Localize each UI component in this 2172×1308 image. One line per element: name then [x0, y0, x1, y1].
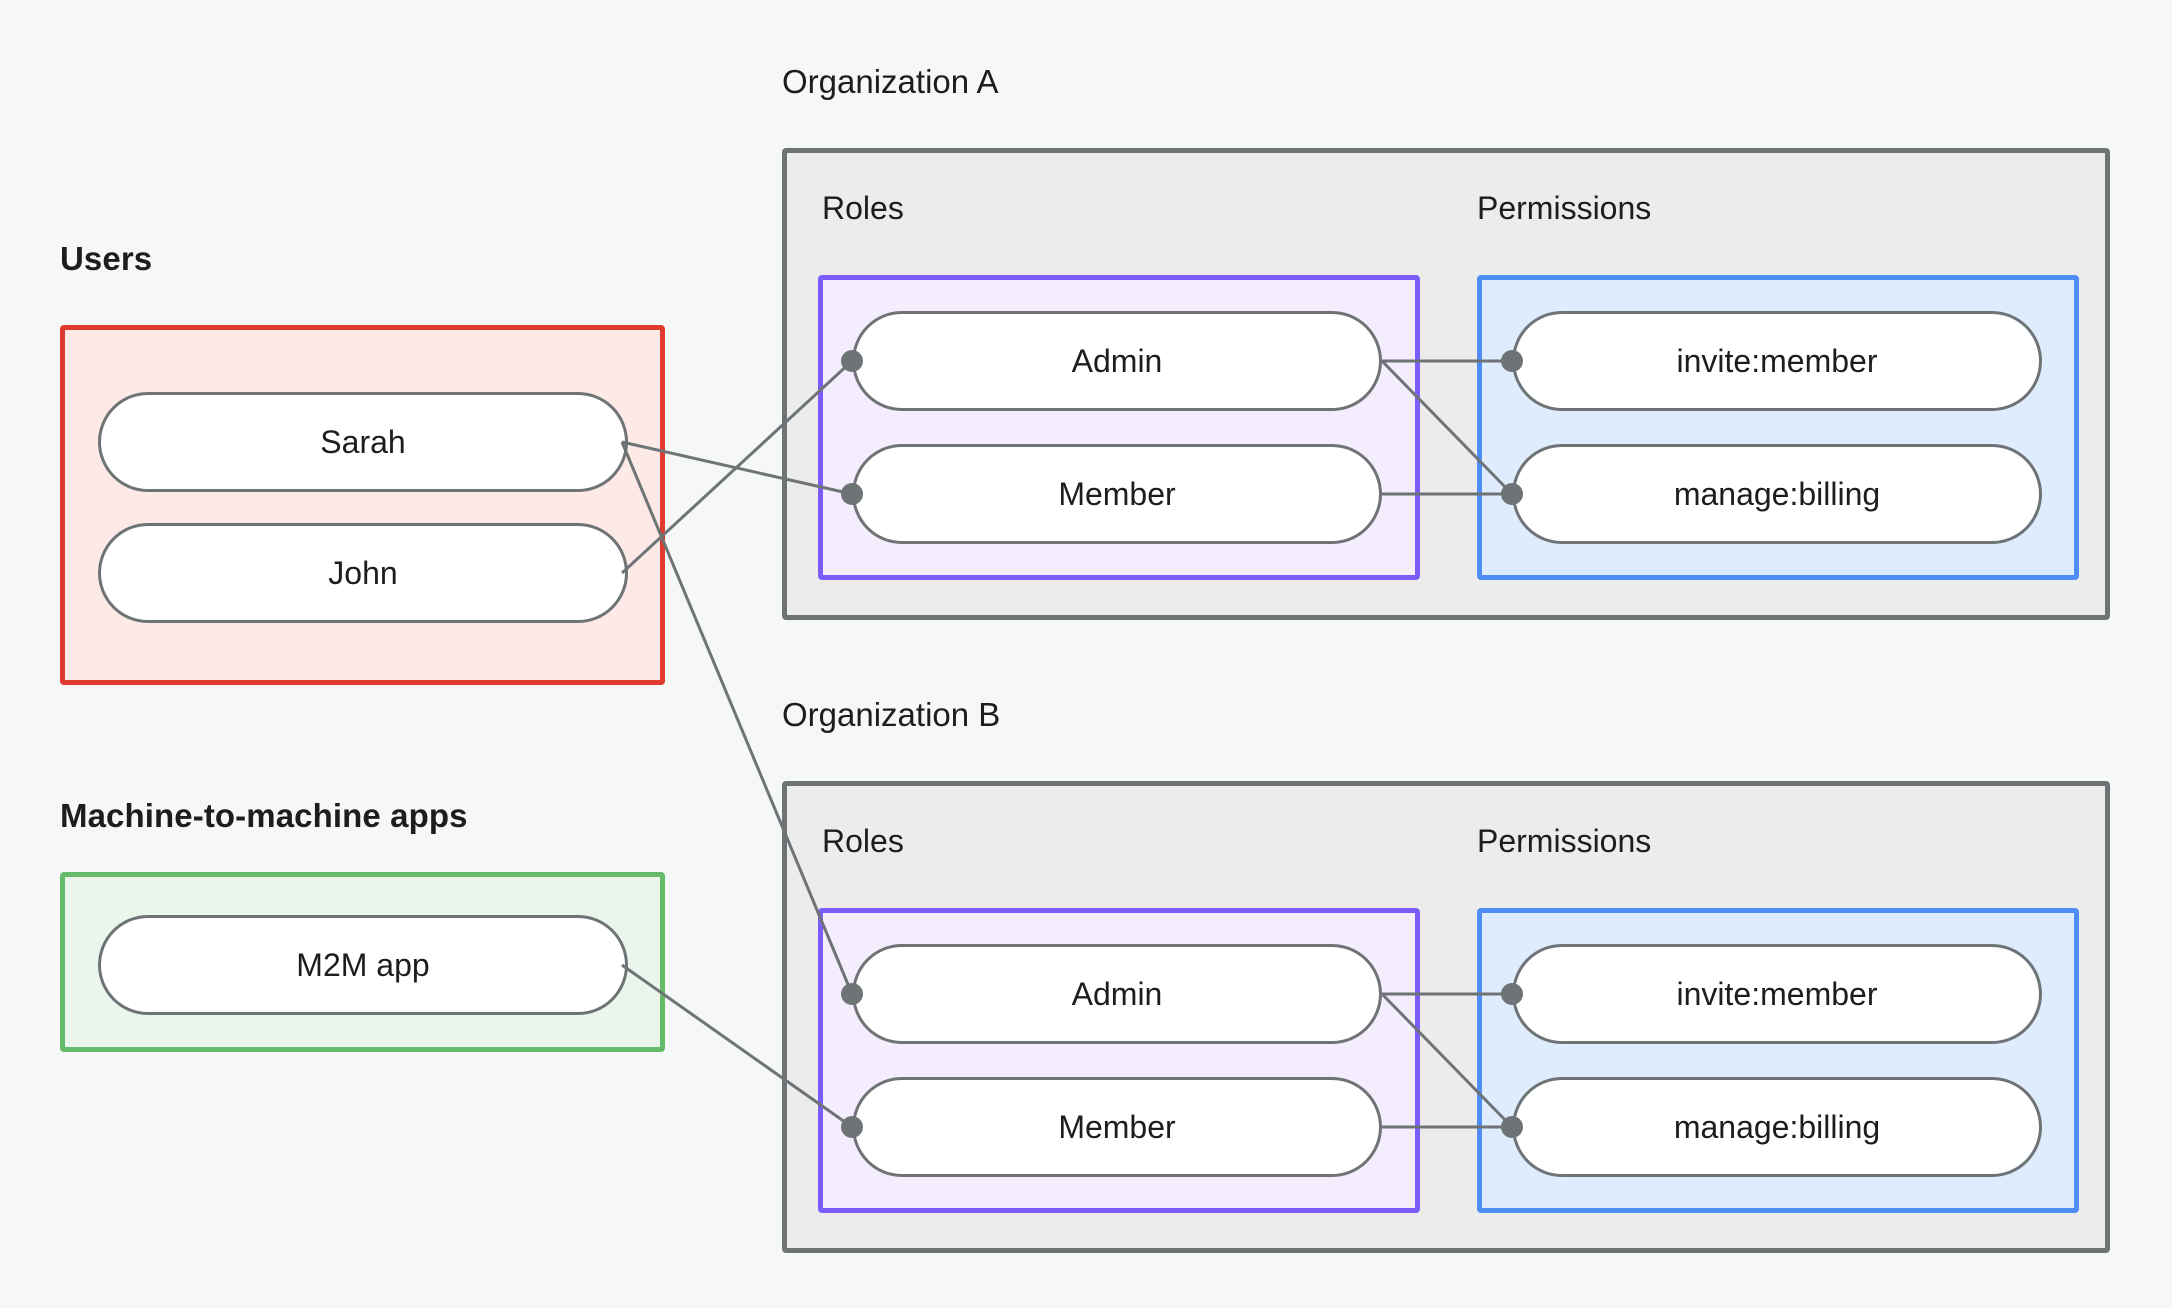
node-label: John [328, 555, 398, 591]
node-m2m-app[interactable]: M2M app [98, 915, 628, 1015]
node-label: M2M app [296, 947, 430, 983]
node-label: invite:member [1676, 976, 1878, 1012]
node-org-a-perm-invite-member[interactable]: invite:member [1512, 311, 2042, 411]
org-b-permissions-title: Permissions [1477, 823, 1652, 859]
node-org-b-role-admin[interactable]: Admin [852, 944, 1382, 1044]
node-org-a-role-member[interactable]: Member [852, 444, 1382, 544]
node-org-b-role-member[interactable]: Member [852, 1077, 1382, 1177]
node-org-b-perm-manage-billing[interactable]: manage:billing [1512, 1077, 2042, 1177]
org-b-title: Organization B [782, 696, 1001, 733]
node-org-a-role-admin[interactable]: Admin [852, 311, 1382, 411]
org-b-roles-title: Roles [822, 823, 904, 859]
node-user-john[interactable]: John [98, 523, 628, 623]
node-org-b-perm-invite-member[interactable]: invite:member [1512, 944, 2042, 1044]
node-label: Member [1058, 1109, 1176, 1145]
node-user-sarah[interactable]: Sarah [98, 392, 628, 492]
org-a-roles-title: Roles [822, 190, 904, 226]
node-label: manage:billing [1673, 476, 1881, 512]
users-group-title: Users [60, 240, 153, 277]
node-label: Member [1058, 476, 1176, 512]
node-label: manage:billing [1673, 1109, 1881, 1145]
node-label: invite:member [1676, 343, 1878, 379]
node-label: Admin [1071, 976, 1163, 1012]
node-label: Sarah [320, 424, 406, 460]
node-label: Admin [1071, 343, 1163, 379]
org-a-permissions-title: Permissions [1477, 190, 1652, 226]
org-a-title: Organization A [782, 63, 999, 100]
m2m-group-title: Machine-to-machine apps [60, 797, 468, 834]
users-group-box [60, 325, 665, 685]
node-org-a-perm-manage-billing[interactable]: manage:billing [1512, 444, 2042, 544]
